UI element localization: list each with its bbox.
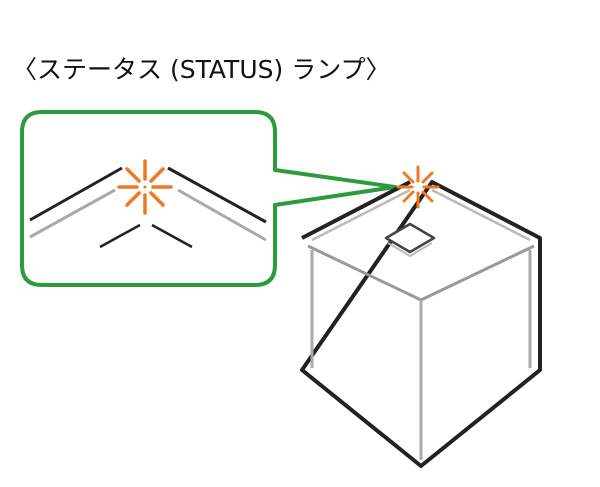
diagram-title: 〈ステータス (STATUS) ランプ〉 [12,55,391,84]
callout-zoom [20,110,397,287]
status-lamp-icon [117,159,173,215]
status-lamp-icon [396,165,440,209]
device-cube [300,165,542,468]
